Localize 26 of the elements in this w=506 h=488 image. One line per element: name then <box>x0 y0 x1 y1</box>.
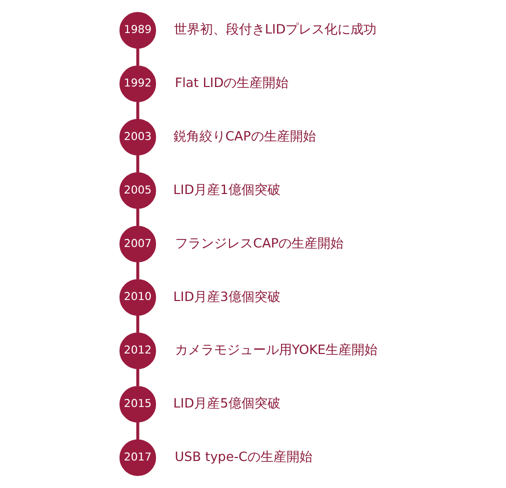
node-label: Flat LIDの生産開始 <box>174 76 289 92</box>
connector <box>136 368 140 386</box>
connector <box>136 422 140 440</box>
connector <box>136 315 140 333</box>
node-label: LID月産5億個突破 <box>173 396 280 412</box>
connector <box>136 262 140 280</box>
connector <box>136 155 140 173</box>
connector <box>136 208 140 226</box>
connector <box>136 102 140 120</box>
node-label: フランジレスCAPの生産開始 <box>175 236 344 252</box>
node-circle: 2010 <box>119 279 156 316</box>
node-circle: 2007 <box>119 226 156 262</box>
node-label: LID月産1億個突破 <box>173 182 280 198</box>
node-label: USB type-Cの生産開始 <box>174 450 312 466</box>
node-circle: 2017 <box>119 439 156 476</box>
node-label: 世界初、段付きLIDプレス化に成功 <box>174 22 377 38</box>
node-label: 鋭角絞りCAPの生産開始 <box>173 130 316 145</box>
node-circle: 1989 <box>119 12 156 49</box>
node-circle: 2015 <box>119 386 156 423</box>
node-circle: 2005 <box>119 172 156 209</box>
connector <box>136 48 140 66</box>
node-circle: 2003 <box>119 118 156 156</box>
node-circle: 1992 <box>119 65 156 102</box>
node-circle: 2012 <box>119 332 156 370</box>
node-label: カメラモジュール用YOKE生産開始 <box>174 343 378 358</box>
node-label: LID月産3億個突破 <box>173 290 280 305</box>
